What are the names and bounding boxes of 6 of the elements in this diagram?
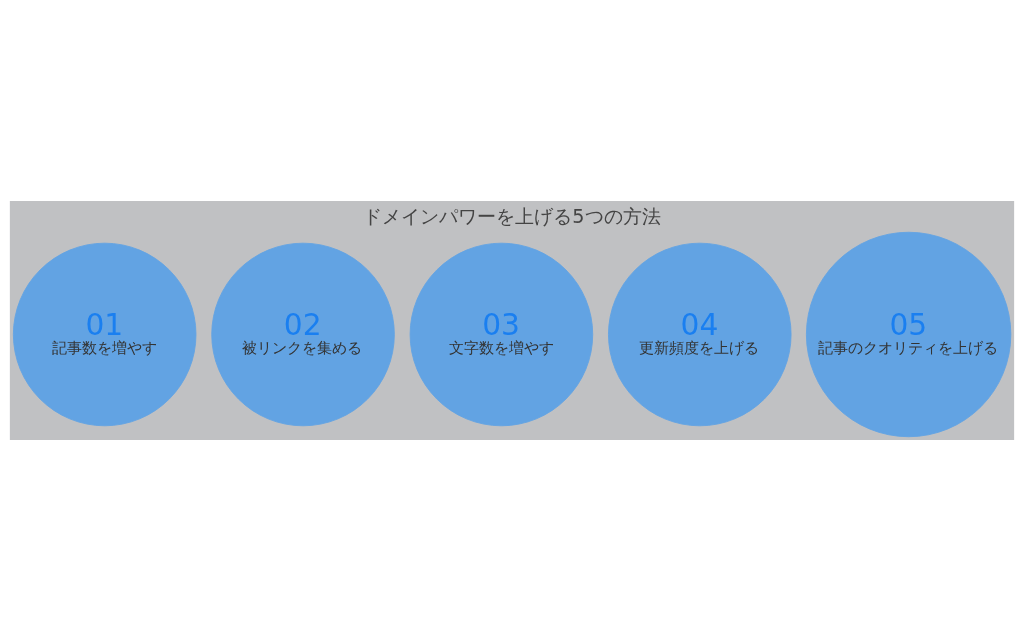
- node-circle: 02 被リンクを集める: [211, 242, 395, 426]
- node-circle: 03 文字数を増やす: [409, 242, 594, 426]
- node-circle: 04 更新頻度を上げる: [608, 242, 792, 426]
- node-circle: 05 記事のクオリティを上げる: [805, 231, 1012, 437]
- diagram-title: ドメインパワーを上げる5つの方法: [363, 204, 661, 228]
- node-circle: 01 記事数を増やす: [12, 242, 197, 426]
